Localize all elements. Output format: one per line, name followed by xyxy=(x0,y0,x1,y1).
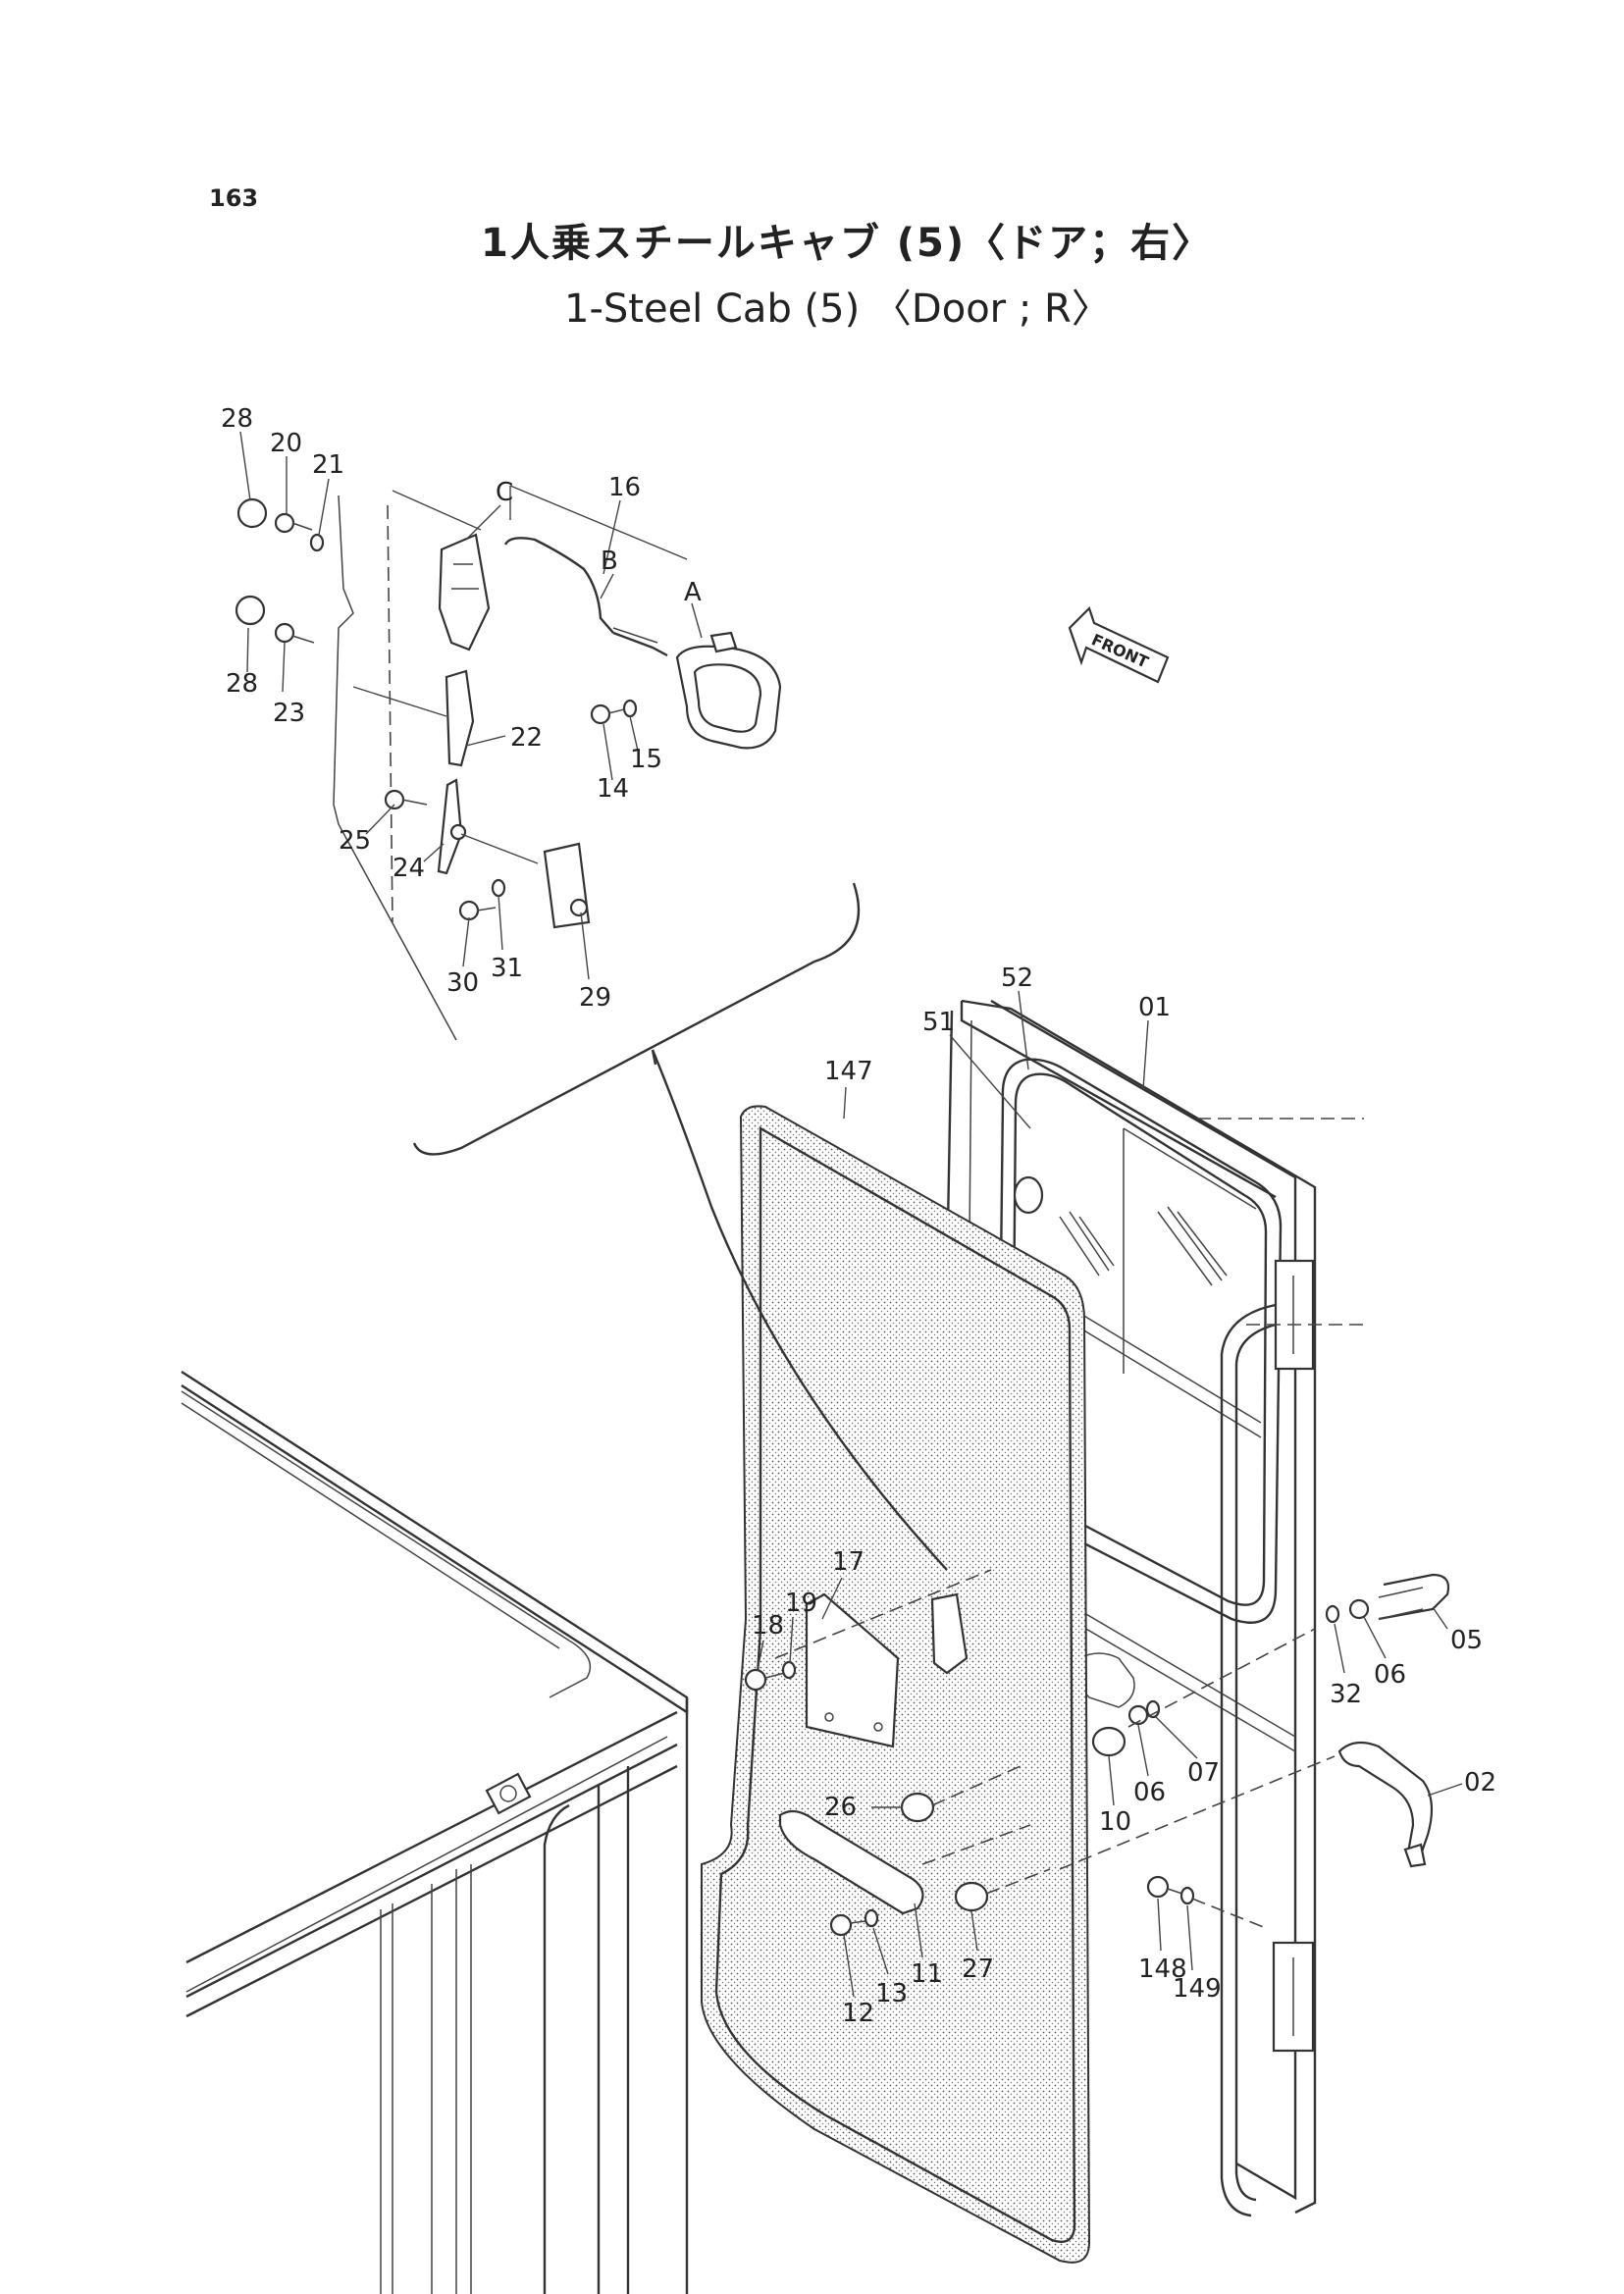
callout-22: 22 xyxy=(510,723,543,753)
callout-labels: 28 20 21 C 16 B A 28 23 22 14 15 25 24 3… xyxy=(221,404,1496,2028)
callout-31: 31 xyxy=(491,954,523,983)
callout-147: 147 xyxy=(824,1057,873,1086)
callout-12: 12 xyxy=(842,1999,874,2028)
callout-a: A xyxy=(684,578,702,607)
leader-lines xyxy=(239,431,1463,1998)
cab-body xyxy=(181,1370,689,2294)
callout-28-top: 28 xyxy=(221,404,253,434)
callout-05: 05 xyxy=(1450,1626,1483,1655)
callout-b: B xyxy=(601,547,618,576)
callout-16: 16 xyxy=(608,473,641,502)
callout-32: 32 xyxy=(1330,1680,1362,1709)
callout-21: 21 xyxy=(312,450,344,480)
page-number: 163 xyxy=(209,184,259,212)
callout-18: 18 xyxy=(752,1611,784,1641)
callout-c: C xyxy=(496,478,513,507)
callout-15: 15 xyxy=(630,745,662,774)
callout-24: 24 xyxy=(393,854,425,883)
callout-06-center: 06 xyxy=(1133,1778,1166,1807)
inset-parts xyxy=(235,485,782,1041)
callout-28-bottom: 28 xyxy=(226,669,258,699)
upper-hinge xyxy=(1274,1259,1315,1371)
cap-28-a xyxy=(236,497,268,529)
callout-11: 11 xyxy=(911,1959,943,1989)
callout-27: 27 xyxy=(962,1955,994,1984)
callout-20: 20 xyxy=(270,429,302,458)
detail-inset xyxy=(412,882,948,1571)
callout-17: 17 xyxy=(832,1547,864,1577)
title-english: 1-Steel Cab (5) 〈Door ; R〉 xyxy=(564,287,1111,332)
callout-30: 30 xyxy=(446,968,479,998)
callout-13: 13 xyxy=(875,1979,908,2008)
callout-23: 23 xyxy=(273,699,305,728)
window-knob xyxy=(1013,1175,1044,1215)
callout-02: 02 xyxy=(1464,1768,1496,1798)
callout-14: 14 xyxy=(597,774,629,804)
cap-28-b xyxy=(235,595,266,626)
front-direction-arrow: FRONT xyxy=(1068,605,1170,684)
callout-148: 148 xyxy=(1138,1955,1187,1984)
callout-19: 19 xyxy=(785,1589,817,1618)
cab-latch-striker xyxy=(485,1772,532,1815)
callout-01: 01 xyxy=(1138,993,1171,1022)
callout-26: 26 xyxy=(824,1793,857,1822)
door-hardware xyxy=(744,1118,1450,1937)
callout-07: 07 xyxy=(1187,1758,1220,1788)
callout-52: 52 xyxy=(1001,964,1033,993)
callout-25: 25 xyxy=(339,826,371,856)
callout-149: 149 xyxy=(1173,1974,1222,2004)
callout-10: 10 xyxy=(1099,1807,1131,1837)
callout-06-right: 06 xyxy=(1374,1660,1406,1690)
callout-51: 51 xyxy=(922,1008,955,1037)
callout-29: 29 xyxy=(579,983,611,1013)
title-japanese: 1人乗スチールキャブ (5)〈ドア；右〉 xyxy=(481,221,1214,266)
